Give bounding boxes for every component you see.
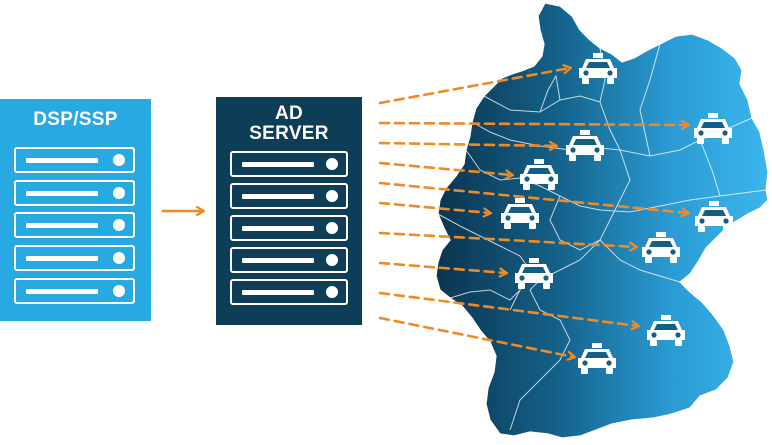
ad-server-box: AD SERVER xyxy=(216,97,362,325)
delivery-arrow xyxy=(378,181,688,213)
delivery-arrow xyxy=(378,291,638,326)
dsp-ssp-box: DSP/SSP xyxy=(0,99,151,321)
delivery-arrow xyxy=(378,231,636,247)
delivery-arrow xyxy=(378,68,570,105)
server-rack-icon xyxy=(230,183,348,209)
server-rack-icon xyxy=(14,147,135,173)
delivery-arrow xyxy=(378,316,574,357)
ad-server-title-line2: SERVER xyxy=(249,123,329,144)
ad-server-title-line1: AD xyxy=(274,103,304,124)
delivery-arrow xyxy=(378,201,490,213)
server-rack-icon xyxy=(14,212,135,238)
dsp-ssp-title: DSP/SSP xyxy=(33,109,118,130)
delivery-arrow xyxy=(378,123,688,125)
server-rack-icon xyxy=(14,278,135,304)
server-rack-icon xyxy=(230,151,348,177)
delivery-arrow xyxy=(378,143,556,146)
server-rack-icon xyxy=(230,247,348,273)
server-rack-icon xyxy=(230,279,348,305)
server-rack-icon xyxy=(14,245,135,271)
germany-map xyxy=(435,2,769,439)
delivery-arrow xyxy=(378,161,512,175)
delivery-arrow xyxy=(378,261,506,273)
server-rack-icon xyxy=(230,215,348,241)
server-rack-icon xyxy=(14,180,135,206)
